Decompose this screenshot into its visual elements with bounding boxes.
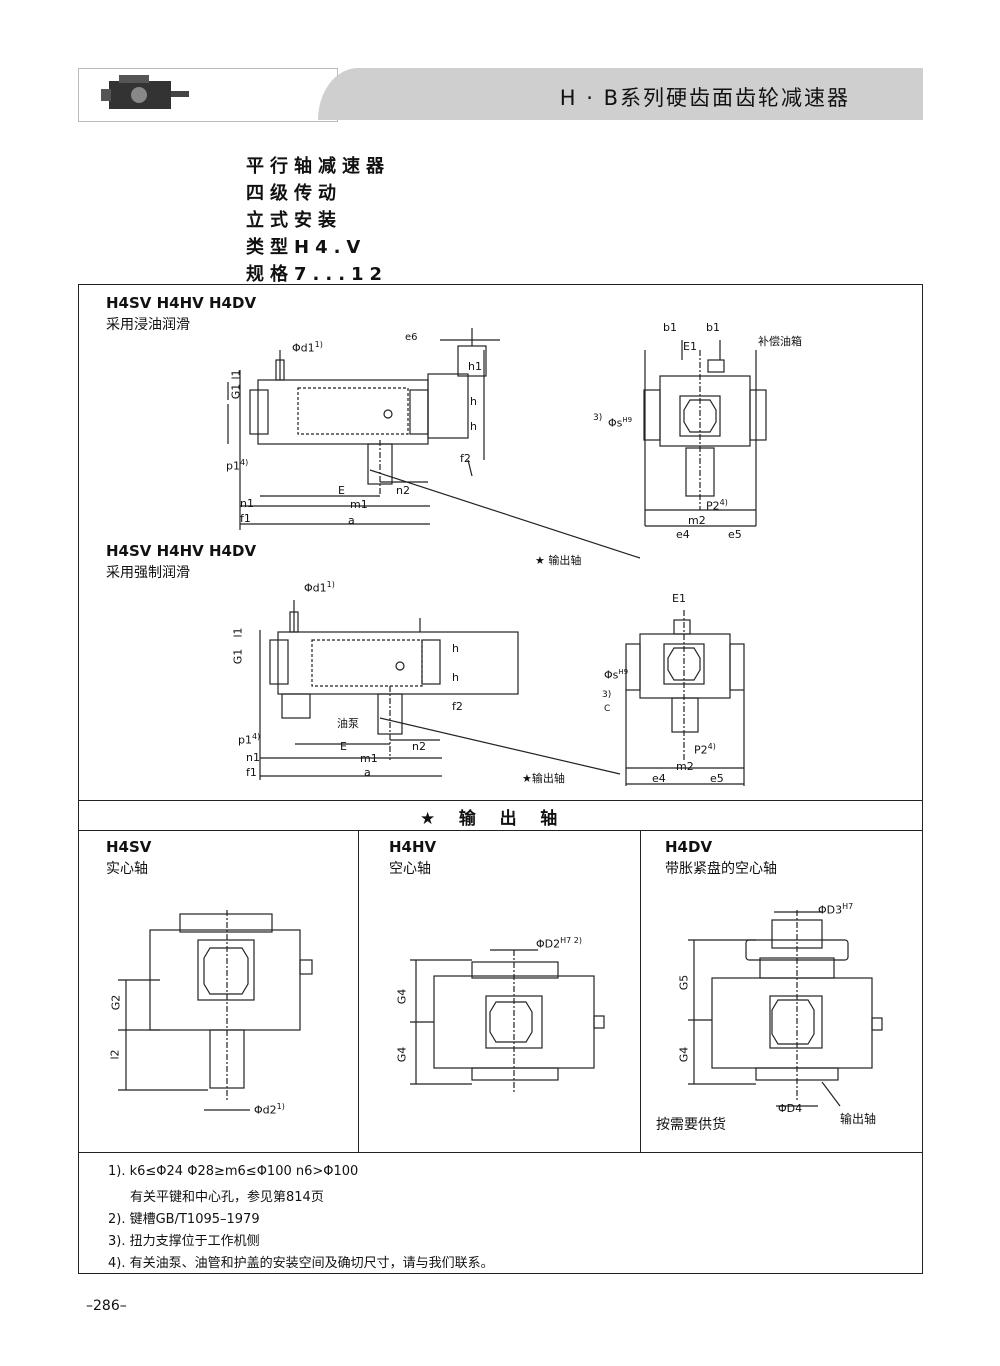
dim-G4: G4 [395,988,409,1005]
oil-pump-label: 油泵 [337,717,359,730]
dim-e4: e4 [652,772,666,785]
footnote: 1). k6≤Φ24 Φ28≥m6≤Φ100 n6>Φ100 [108,1164,359,1179]
dim-E: E [340,740,347,753]
dim-e5: e5 [728,528,742,541]
dim-m1: m1 [350,498,368,511]
divider [358,830,359,1152]
dim-h: h [470,420,477,433]
tank-label: 补偿油箱 [758,335,802,348]
dim-b1: b1 [663,321,677,334]
dim-D4: ΦD4 [778,1102,803,1115]
dim-E1: E1 [672,592,686,605]
dim-P2: P24) [694,742,716,757]
dim-h: h [452,642,459,655]
col-subtitle-h4dv: 带胀紧盘的空心轴 [665,861,777,877]
intro-line: 类型H4.V [246,237,367,258]
header-photo-panel [78,68,338,122]
dim-D3: ΦD3H7 [818,902,854,917]
intro-line: 立式安装 [246,210,342,231]
section2-title: H4SV H4HV H4DV [106,542,257,560]
dim-p1: p14) [226,458,249,473]
h4sv-drawing [118,910,313,1111]
note-ref: 3) [593,413,603,423]
dim-P2: P24) [706,498,728,513]
footnote: 2). 键槽GB/T1095–1979 [108,1212,260,1227]
section2-subtitle: 采用强制润滑 [106,565,190,581]
intro-line: 四级传动 [246,183,342,204]
footnote: 有关平键和中心孔，参见第814页 [130,1190,324,1205]
output-shaft-label: ★输出轴 [522,772,565,785]
dim-d1: Φd11) [304,580,335,595]
dim-b1: b1 [706,321,720,334]
col-title-h4hv: H4HV [389,838,437,856]
page-title: H · B系列硬齿面齿轮减速器 [559,86,850,110]
dim-l1: l1 [229,369,243,380]
dim-G4: G4 [677,1046,691,1063]
dim-s: ΦsH9 [608,416,633,430]
dim-d2: Φd21) [254,1102,285,1117]
dim-f2: f2 [460,452,471,465]
dim-s: ΦsH9 [604,668,629,682]
divider [640,830,641,1152]
dim-E: E [338,484,345,497]
section1-subtitle: 采用浸油润滑 [106,317,190,333]
h4dv-drawing [688,910,883,1107]
dim-G1: G1 [231,648,245,665]
dim-G5: G5 [677,974,691,991]
col-title-h4sv: H4SV [106,838,152,856]
dim-E1: E1 [683,340,697,353]
main-frame [78,284,923,1274]
dim-m2: m2 [676,760,694,773]
dim-f1: f1 [246,766,257,779]
dim-D2: ΦD2H7 2) [536,936,582,951]
footnote: 4). 有关油泵、油管和护盖的安装空间及确切尺寸，请与我们联系。 [108,1256,494,1271]
dim-a: a [348,514,355,527]
section1-drawing [227,328,767,559]
dim-m2: m2 [688,514,706,527]
dim-e5: e5 [710,772,724,785]
dim-e4: e4 [676,528,690,541]
dim-f1: f1 [240,512,251,525]
dim-l2: l2 [108,1049,122,1060]
dim-e6: e6 [405,332,418,343]
dim-h: h [470,395,477,408]
dim-h: h [452,671,459,684]
section1-title: H4SV H4HV H4DV [106,294,257,312]
gear-reducer-photo [101,75,189,109]
dim-G4: G4 [395,1046,409,1063]
col-subtitle-h4sv: 实心轴 [106,861,148,877]
dim-G2: G2 [109,994,123,1011]
supply-note: 按需要供货 [656,1117,726,1133]
col-subtitle-h4hv: 空心轴 [389,861,431,877]
dim-a: a [364,766,371,779]
page-number: –286– [86,1298,127,1314]
divider [78,800,923,801]
h4hv-drawing [410,949,605,1092]
dim-l1: l1 [231,627,245,638]
dim-n2: n2 [396,484,410,497]
dim-d1: Φd11) [292,340,323,355]
footnote: 3). 扭力支撑位于工作机侧 [108,1234,260,1249]
dim-n1: n1 [246,751,260,764]
dim-G1: G1 [229,383,243,400]
section2-drawing [259,600,745,786]
output-shaft-label: 输出轴 [840,1112,877,1126]
header-band [318,68,923,120]
divider [78,830,923,831]
dim-n2: n2 [412,740,426,753]
output-shaft-heading: ★ 输 出 轴 [420,809,558,829]
intro-line: 平行轴减速器 [246,156,390,177]
dim-m1: m1 [360,752,378,765]
divider [78,1152,923,1153]
output-shaft-label: ★ 输出轴 [535,554,582,567]
note-ref: 3) [602,690,612,700]
col-title-h4dv: H4DV [665,838,713,856]
dim-n1: n1 [240,497,254,510]
dim-p1: p14) [238,732,261,747]
intro-line: 规格7...12 [246,264,389,285]
dim-c: C [604,704,611,714]
dim-f2: f2 [452,700,463,713]
dim-h1: h1 [468,360,482,373]
